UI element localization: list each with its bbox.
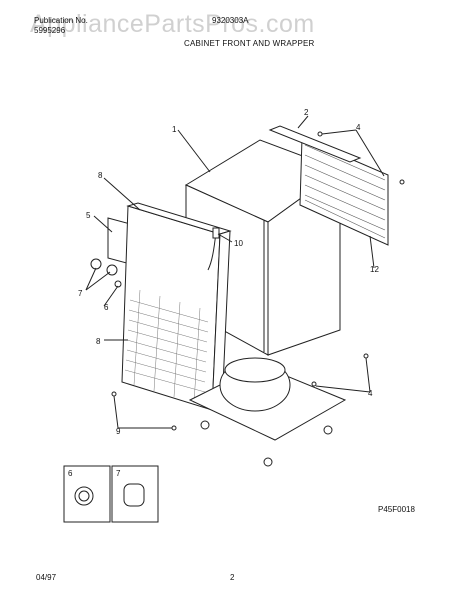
figure-code: P45F0018: [378, 505, 415, 514]
page-number: 2: [230, 573, 235, 582]
knob-inset-6: [63, 465, 111, 523]
callout-7-inset: 7: [116, 469, 121, 478]
compressor: [219, 357, 291, 412]
callout-9: 9: [116, 427, 121, 436]
callout-2: 2: [304, 108, 309, 117]
callout-12: 12: [370, 265, 379, 274]
model-number: 9320303A: [212, 16, 249, 25]
rear-grille: [299, 137, 389, 246]
watermark: AppliancePartsPros.com: [30, 10, 315, 38]
publication-number: 5995296: [34, 26, 66, 35]
callout-4-top: 4: [356, 123, 361, 132]
publication-label: Publication No.: [34, 16, 88, 25]
footer-date: 04/97: [36, 573, 57, 582]
callout-6: 6: [104, 303, 109, 312]
callout-7: 7: [78, 289, 83, 298]
callout-4-bottom: 4: [368, 389, 373, 398]
callout-1: 1: [172, 125, 177, 134]
callout-8-top: 8: [98, 171, 103, 180]
top-trim: [268, 125, 362, 163]
section-title: CABINET FRONT AND WRAPPER: [184, 39, 315, 48]
callout-5: 5: [86, 211, 91, 220]
callout-10: 10: [234, 239, 243, 248]
callout-6-inset: 6: [68, 469, 73, 478]
callout-8-bottom: 8: [96, 337, 101, 346]
